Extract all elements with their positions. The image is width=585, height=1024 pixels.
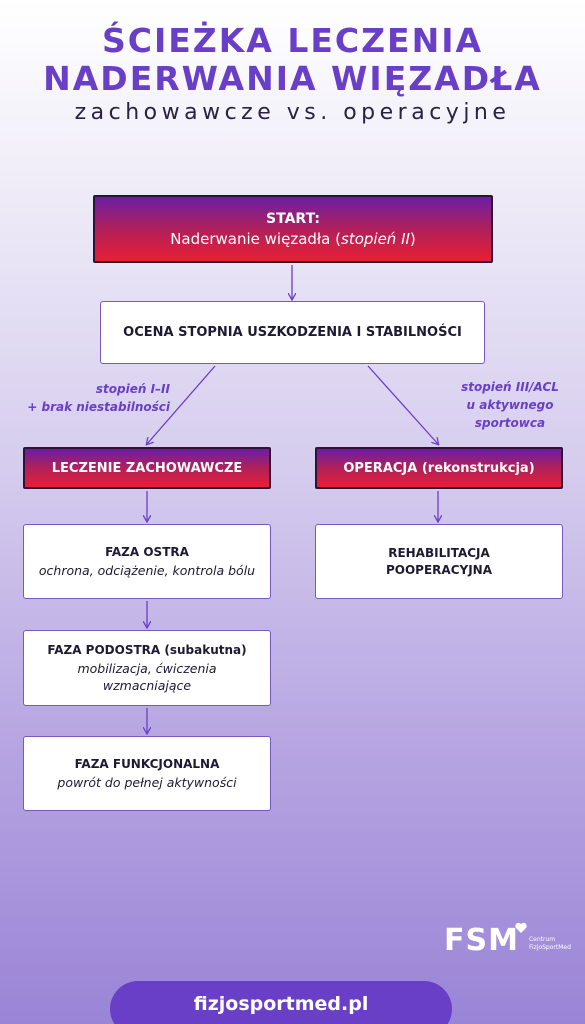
assessment-label: OCENA STOPNIA USZKODZENIA I STABILNOŚCI [123,325,462,340]
rehab-box: REHABILITACJA POOPERACYJNA [315,524,563,599]
surgery-label: OPERACJA (rekonstrukcja) [343,460,535,476]
phase-acute-box: FAZA OSTRA ochrona, odciążenie, kontrola… [23,524,271,599]
phase-subacute-box: FAZA PODOSTRA (subakutna) mobilizacja, ć… [23,630,271,706]
arrow-assessment-to-conservative [147,365,216,444]
start-text: Naderwanie więzadła (stopień II) [170,229,416,248]
phase-functional-title: FAZA FUNKCJONALNA [74,756,220,771]
page-subtitle: zachowawcze vs. operacyjne [74,100,511,125]
phase-acute-title: FAZA OSTRA [105,544,189,559]
start-label: START: [266,210,320,227]
logo-heart-icon [515,922,527,933]
website-text: fizjosportmed.pl [193,993,369,1015]
start-box: START: Naderwanie więzadła (stopień II) [93,195,493,263]
arrow-assessment-to-surgery [367,365,438,444]
page-title-line1: ŚCIEŻKA LECZENIA [101,21,484,60]
surgery-box: OPERACJA (rekonstrukcja) [315,447,563,489]
logo-subtitle: Centrum FizjoSportMed [528,935,571,951]
phase-functional-desc: powrót do pełnej aktywności [57,774,237,790]
phase-subacute-desc: mobilizacja, ćwiczenia wzmacniające [77,660,217,693]
conservative-treatment-box: LECZENIE ZACHOWAWCZE [23,447,271,489]
phase-functional-box: FAZA FUNKCJONALNA powrót do pełnej aktyw… [23,736,271,811]
phase-acute-desc: ochrona, odciążenie, kontrola bólu [38,562,256,578]
fsm-logo: FSM Centrum FizjoSportMed [444,922,571,958]
conservative-label: LECZENIE ZACHOWAWCZE [51,460,243,476]
branch-label-surgery: stopień III/ACL u aktywnego sportowca [461,380,559,430]
branch-label-conservative: stopień I–II + brak niestabilności [27,382,170,414]
website-link[interactable]: fizjosportmed.pl [110,981,452,1024]
assessment-box: OCENA STOPNIA USZKODZENIA I STABILNOŚCI [100,301,485,364]
page-title-line2: NADERWANIA WIĘZADŁA [43,59,542,98]
phase-subacute-title: FAZA PODOSTRA (subakutna) [47,642,247,657]
logo-text: FSM [444,923,519,958]
